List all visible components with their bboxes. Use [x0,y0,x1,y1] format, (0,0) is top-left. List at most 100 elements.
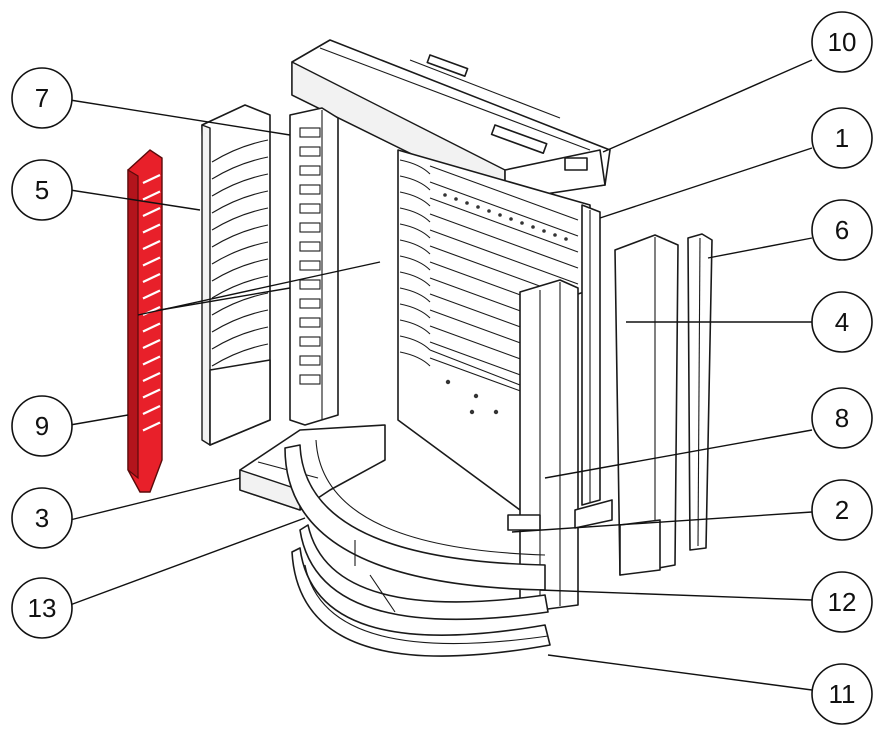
rear-hole [487,209,491,213]
rib-slot [299,184,321,195]
svg-text:11: 11 [829,679,856,709]
leader-5 [69,189,201,211]
slot-mark [142,223,161,234]
callout-7: 7 [11,67,73,129]
leader-8 [544,429,813,479]
rear-hole [564,237,568,241]
slot-mark [142,289,161,300]
rib-line [211,139,269,163]
part-8-front-pillar [507,279,579,611]
rear-rib [429,165,579,221]
rib-slot [299,317,321,328]
rear-rib-left [399,207,431,223]
part-7-inner-panel [289,107,339,426]
rib-slot [299,222,321,233]
rear-hole [476,205,480,209]
rear-hole [542,229,546,233]
slot-mark [142,372,161,382]
rib-line [211,275,269,299]
callout-6: 6 [811,199,873,261]
rear-rib-left [399,287,431,303]
rib-slot [299,336,321,347]
rear-hole [454,197,458,201]
svg-text:10: 10 [828,27,857,57]
rear-rib-left [399,175,431,191]
rib-line [211,173,269,197]
callout-8: 8 [811,387,873,449]
leader-9-inner [137,261,381,316]
leader-3 [69,477,241,521]
part-4-right-plate [614,234,679,576]
callout-5: 5 [11,159,73,221]
svg-text:6: 6 [835,215,849,245]
callout-13: 13 [11,577,73,639]
part-6-right-strip [687,233,713,551]
part-5-left-panel [201,104,271,446]
callout-11: 11 [811,663,873,725]
callout-9: 9 [11,395,73,457]
slot-mark [142,174,161,184]
part-3-hearth-block [239,424,386,511]
leader-2 [511,511,813,533]
rear-rib [429,197,579,253]
svg-text:1: 1 [835,123,849,153]
rear-rib-left [399,303,431,319]
rear-hole [443,193,447,197]
slot-mark [142,207,161,217]
slot-mark [142,421,161,432]
part-12-lower-arc [299,524,549,621]
rear-rib [429,181,579,237]
rib-slot [299,374,321,385]
rear-rib-left [399,223,431,239]
callouts: 10 1 6 4 8 2 12 11 7 5 9 3 13 [11,11,873,725]
rear-rib-left [399,255,431,271]
rear-hole [531,225,535,229]
leader-1 [599,147,813,219]
leader-10 [602,59,813,153]
rear-hole [465,201,469,205]
svg-text:7: 7 [35,83,49,113]
leader-9 [69,414,129,426]
rib-line [211,207,269,231]
rear-rib-left [399,191,431,207]
rib-line [211,343,269,367]
leader-9-inner-b [159,287,291,311]
rib-line [211,292,269,316]
part-11-bottom-arc [291,547,551,657]
part-1-rear-strip [581,204,601,506]
slot-mark [142,355,161,366]
part-2-ledge [574,499,613,529]
rib-line [211,224,269,248]
svg-text:9: 9 [35,411,49,441]
svg-text:8: 8 [835,403,849,433]
svg-text:12: 12 [828,587,857,617]
rib-slot [299,203,321,214]
slot-mark [142,273,161,283]
rib-slot [299,298,321,309]
part-9-highlighted-strip [127,149,163,493]
rear-rib-left [399,351,431,367]
rib-line [211,326,269,350]
rear-rib-left [399,239,431,255]
slot-mark [142,190,161,201]
leader-7 [69,99,291,136]
callout-1: 1 [811,107,873,169]
slot-mark [142,405,161,415]
rib-line [211,258,269,282]
rib-slot [299,260,321,271]
rear-rib-left [399,335,431,351]
rear-rib-left [399,271,431,287]
leader-13 [69,517,306,606]
callout-3: 3 [11,487,73,549]
rib-line [211,156,269,180]
rib-slot [299,146,321,157]
svg-text:5: 5 [35,175,49,205]
rib-slot [299,165,321,176]
slot-mark [142,339,161,349]
rear-rib-left [399,319,431,335]
part-10-top-baffle [291,39,611,201]
leader-12 [539,589,813,601]
leader-11 [547,654,813,691]
